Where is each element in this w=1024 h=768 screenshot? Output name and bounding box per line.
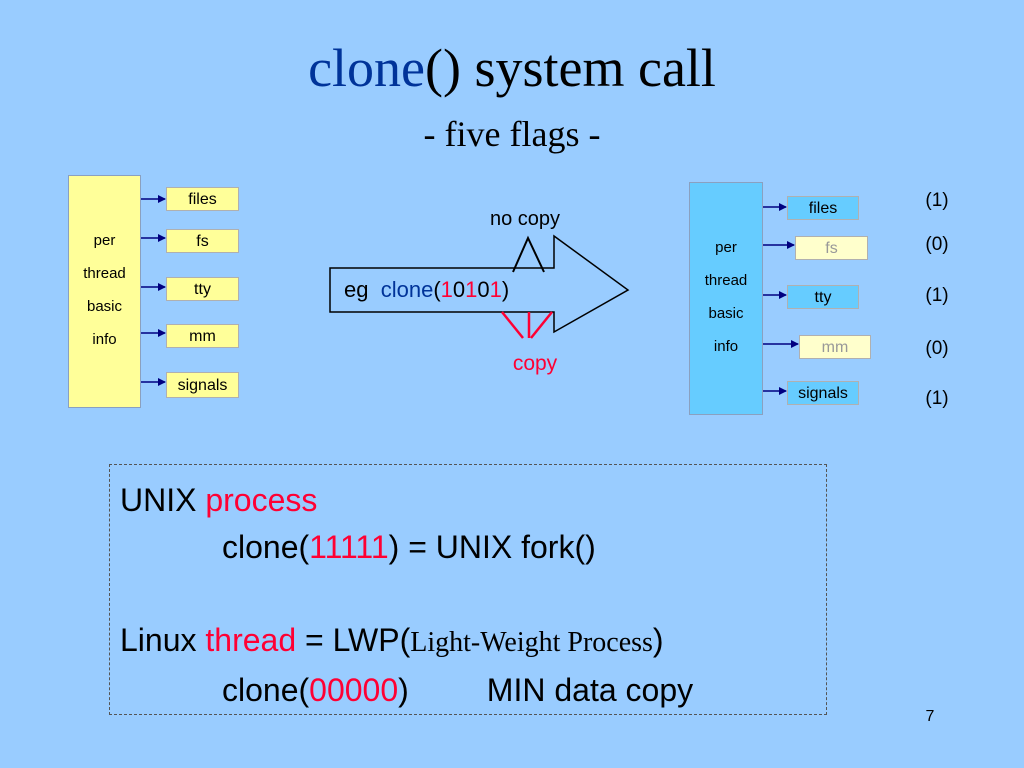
summary-text: ) = UNIX fork() bbox=[388, 529, 596, 565]
copy-label: copy bbox=[512, 352, 558, 375]
summary-text: ) bbox=[652, 622, 664, 658]
summary-highlight: thread bbox=[205, 622, 297, 658]
open-paren: ( bbox=[433, 277, 441, 302]
summary-serif-text: Light-Weight Process bbox=[410, 627, 653, 658]
summary-text: clone( bbox=[222, 672, 310, 708]
left-panel-line: basic bbox=[86, 298, 123, 315]
right-arrows bbox=[763, 203, 799, 395]
summary-line-min-copy: clone(00000) MIN data copy bbox=[222, 670, 693, 710]
flag-bit: 0 bbox=[452, 277, 466, 302]
copy-mark bbox=[501, 311, 553, 339]
summary-text: Linux bbox=[120, 622, 206, 658]
left-arrows bbox=[141, 195, 166, 386]
flag-mm: (0) bbox=[925, 338, 949, 359]
left-item-mm: mm bbox=[166, 324, 239, 348]
left-panel-line: per bbox=[93, 232, 116, 249]
right-item-tty: tty bbox=[787, 285, 859, 309]
left-item-tty: tty bbox=[166, 277, 239, 301]
left-item-files: files bbox=[166, 187, 239, 211]
summary-highlight: 11111 bbox=[309, 529, 389, 565]
right-panel-line: thread bbox=[704, 272, 748, 289]
flag-bit: 1 bbox=[440, 277, 453, 302]
summary-highlight: process bbox=[205, 482, 318, 518]
right-panel-line: info bbox=[713, 338, 739, 355]
summary-text: MIN data copy bbox=[486, 672, 694, 708]
flag-bit: 0 bbox=[477, 277, 490, 302]
title-keyword: clone bbox=[308, 38, 426, 98]
left-item-signals: signals bbox=[166, 372, 239, 398]
right-per-thread-panel: per thread basic info bbox=[689, 182, 763, 415]
title-rest: () system call bbox=[425, 38, 716, 98]
right-panel-line: per bbox=[715, 239, 737, 256]
left-panel-line: thread bbox=[83, 265, 126, 282]
flag-bit: 1 bbox=[489, 277, 502, 302]
summary-line-fork: clone(11111) = UNIX fork() bbox=[222, 527, 596, 567]
no-copy-mark bbox=[512, 235, 545, 273]
flag-bit: 1 bbox=[465, 277, 478, 302]
summary-line-linux-thread: Linux thread = LWP(Light-Weight Process) bbox=[120, 620, 664, 663]
right-item-files: files bbox=[787, 196, 859, 220]
flag-files: (1) bbox=[925, 190, 949, 211]
right-item-signals: signals bbox=[787, 381, 859, 405]
slide-title: clone() system call bbox=[0, 36, 1024, 100]
right-panel-line: basic bbox=[708, 305, 744, 322]
page-number: 7 bbox=[925, 708, 935, 725]
summary-highlight: 00000 bbox=[309, 672, 399, 708]
flag-tty: (1) bbox=[925, 285, 949, 306]
summary-box bbox=[109, 464, 827, 715]
summary-text: ) bbox=[398, 672, 409, 708]
right-item-fs: fs bbox=[795, 236, 868, 260]
left-panel-line: info bbox=[92, 331, 117, 348]
flag-signals: (1) bbox=[925, 388, 949, 409]
no-copy-label: no copy bbox=[489, 208, 561, 230]
left-per-thread-panel: per thread basic info bbox=[68, 175, 141, 408]
flag-fs: (0) bbox=[925, 234, 949, 255]
summary-text: UNIX bbox=[120, 482, 206, 518]
left-item-fs: fs bbox=[166, 229, 239, 253]
right-item-mm: mm bbox=[799, 335, 871, 359]
close-paren: ) bbox=[501, 277, 510, 302]
eg-prefix: eg bbox=[344, 277, 369, 302]
summary-line-unix-process: UNIX process bbox=[120, 480, 317, 520]
summary-text: = LWP( bbox=[296, 622, 411, 658]
clone-func: clone bbox=[380, 277, 434, 302]
slide-subtitle: - five flags - bbox=[423, 114, 601, 154]
summary-text: clone( bbox=[222, 529, 310, 565]
clone-example: eg clone(10101) bbox=[344, 275, 509, 305]
big-arrow-shape bbox=[329, 234, 630, 334]
